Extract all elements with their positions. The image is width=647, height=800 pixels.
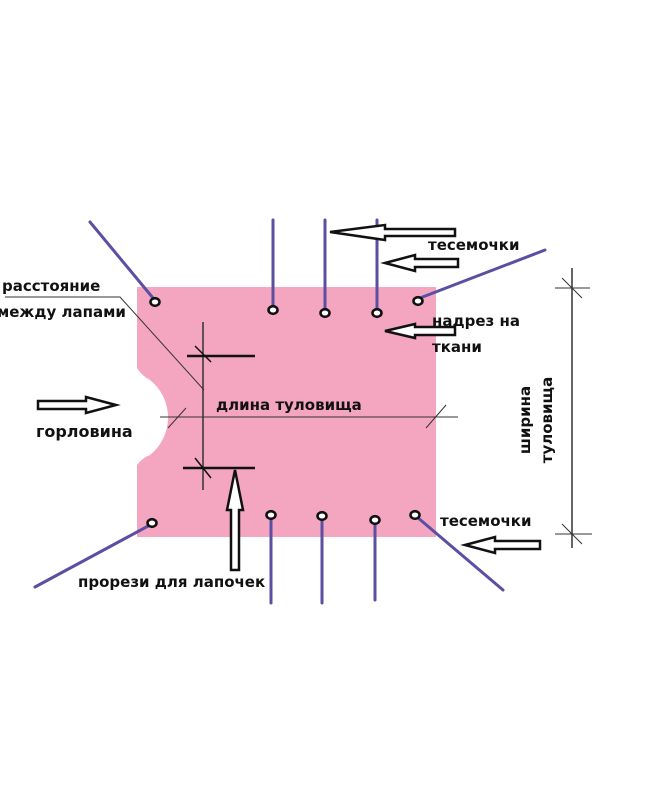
label-notch-1: надрез на bbox=[432, 312, 520, 330]
strings bbox=[33, 218, 547, 605]
tick-mark bbox=[167, 407, 187, 429]
label-body-width-2: туловища bbox=[538, 377, 556, 463]
arrow-left-icon bbox=[460, 535, 542, 555]
tick-mark bbox=[194, 345, 212, 363]
arrow-right-icon bbox=[36, 395, 121, 415]
label-leg-distance-2: между лапами bbox=[0, 303, 126, 321]
tick-mark bbox=[561, 523, 583, 545]
arrow-up-icon bbox=[225, 469, 245, 572]
holes bbox=[146, 295, 424, 529]
arrow-left-icon bbox=[329, 223, 457, 242]
label-notch-2: ткани bbox=[432, 338, 482, 356]
label-ties-bottom: тесемочки bbox=[440, 512, 532, 530]
label-ties-top: тесемочки bbox=[428, 236, 520, 254]
arrow-left-icon bbox=[380, 253, 460, 273]
tick-mark bbox=[194, 457, 212, 479]
tick-mark bbox=[561, 277, 583, 299]
arrow-left-icon bbox=[384, 322, 457, 340]
fabric-piece bbox=[137, 287, 436, 537]
tick-mark bbox=[425, 404, 447, 429]
label-leg-slots: прорези для лапочек bbox=[78, 573, 265, 591]
label-leg-distance-1: расстояние bbox=[2, 277, 100, 295]
label-body-width: ширина туловища bbox=[516, 377, 556, 463]
label-body-width-1: ширина bbox=[516, 386, 534, 454]
leader-line bbox=[5, 296, 205, 391]
label-neckline: горловина bbox=[36, 422, 133, 441]
label-body-length: длина туловища bbox=[216, 396, 362, 414]
